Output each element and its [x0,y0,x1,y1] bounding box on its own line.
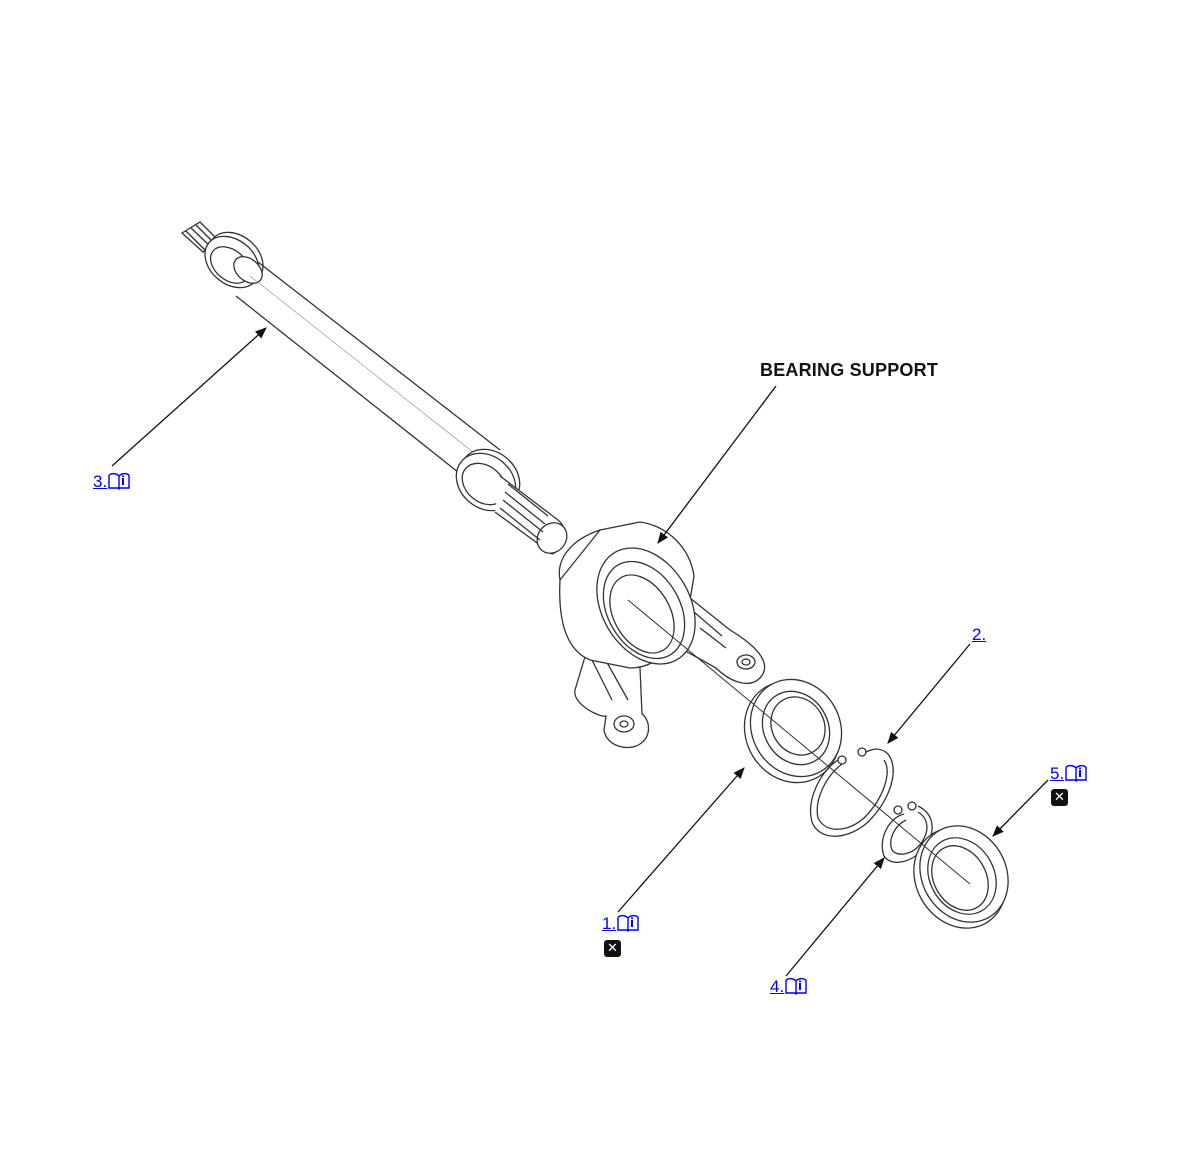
callout-2[interactable]: 2. [972,626,986,643]
leader-1 [617,767,745,913]
leader-3 [111,327,267,467]
snap-ring-large [810,747,894,837]
book-info-icon[interactable] [617,914,639,932]
callout-5[interactable]: 5. [1050,764,1087,782]
center-axis [627,599,971,885]
bearing [743,678,843,784]
intermediate-shaft [180,221,568,555]
x-box-icon: ✕ [604,940,621,957]
callout-5-text[interactable]: 5. [1050,764,1065,783]
leader-bearing-support [657,385,777,544]
snap-ring-small [881,801,933,863]
leader-4 [785,857,885,977]
book-info-icon[interactable] [785,977,807,995]
callout-2-text[interactable]: 2. [972,625,987,644]
callout-4[interactable]: 4. [770,977,807,995]
leader-2 [887,643,971,744]
callout-1-text[interactable]: 1. [602,914,617,933]
book-info-icon[interactable] [108,472,130,490]
oil-seal [913,825,1009,929]
bearing-support [558,521,766,749]
callout-3[interactable]: 3. [93,472,130,490]
callout-4-text[interactable]: 4. [770,977,785,996]
callout-3-text[interactable]: 3. [93,472,108,491]
callout-1[interactable]: 1. [602,914,639,932]
x-box-icon: ✕ [1051,789,1068,806]
leader-lines [111,327,1049,977]
leader-5 [992,779,1049,837]
book-info-icon[interactable] [1065,764,1087,782]
bearing-support-label: BEARING SUPPORT [760,360,939,380]
